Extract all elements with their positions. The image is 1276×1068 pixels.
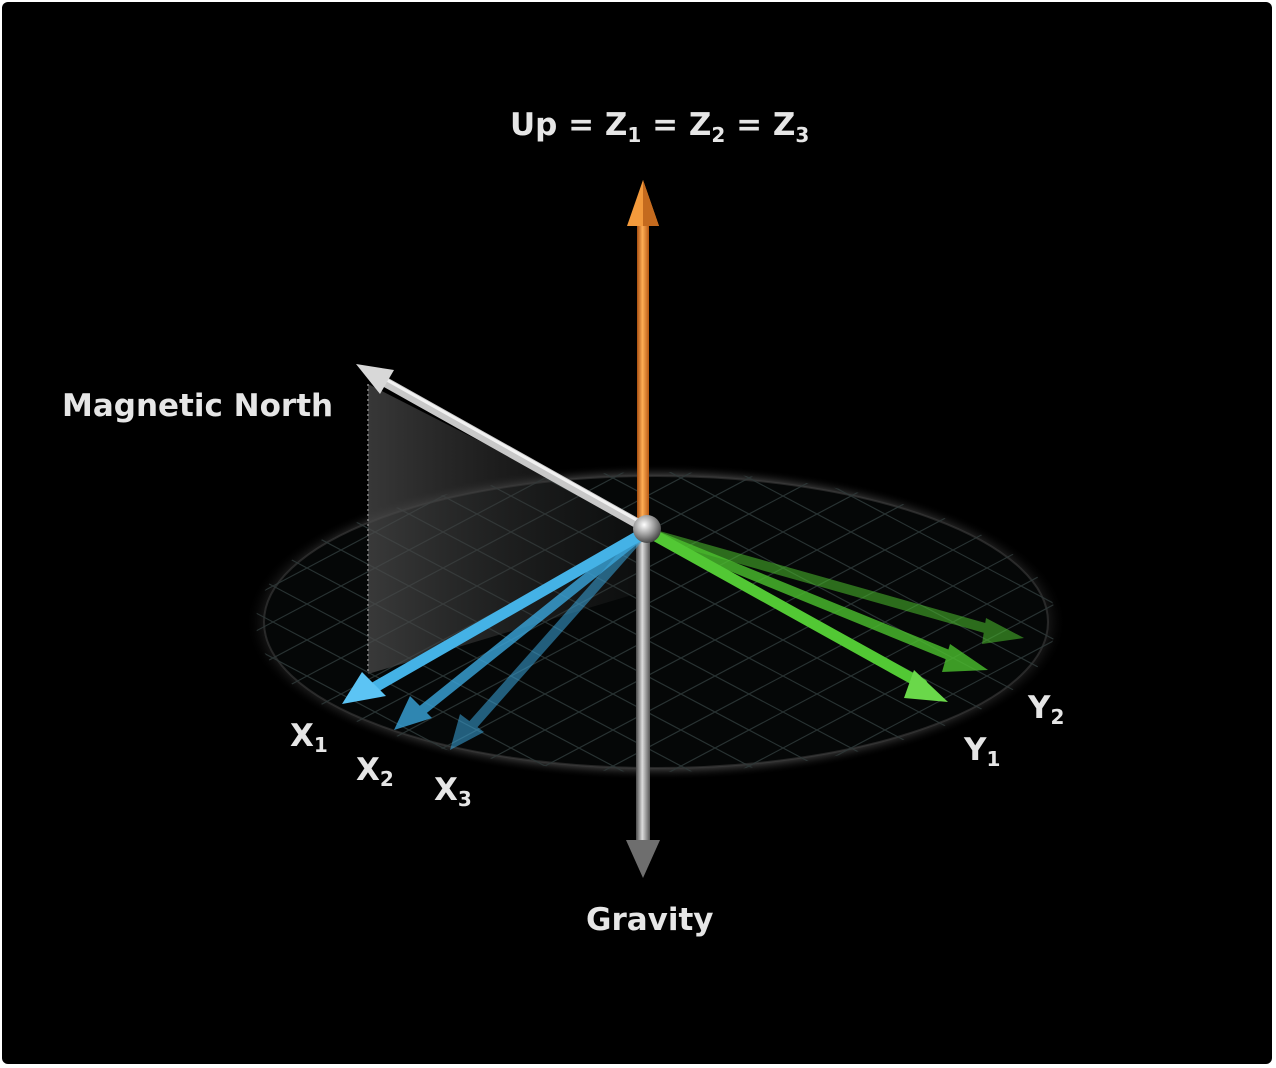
gravity-arrow — [626, 532, 660, 878]
y-axis-arrows — [646, 528, 1024, 702]
grid-line — [256, 472, 852, 641]
x2-label: X2 — [356, 752, 394, 791]
magnetic-north-label: Magnetic North — [62, 388, 333, 424]
x1-label: X1 — [290, 718, 328, 757]
x3-arrow — [450, 529, 647, 750]
origin-sphere — [633, 515, 661, 543]
grid-line — [256, 513, 682, 772]
grid-line — [442, 472, 1056, 641]
y1-label: Y1 — [963, 732, 1000, 771]
up-arrow — [627, 180, 659, 524]
x3-label: X3 — [434, 772, 472, 811]
grid-line — [256, 495, 716, 772]
y2-arrow — [647, 529, 988, 672]
up-axis-label: Up = Z1 = Z2 = Z3 — [510, 107, 809, 147]
x2-arrow — [394, 529, 647, 730]
north-projection-plane — [368, 384, 642, 674]
y1-arrow — [646, 528, 948, 702]
y3-arrow — [647, 529, 1024, 644]
y2-label: Y2 — [1027, 690, 1064, 729]
x1-arrow — [342, 528, 648, 704]
grid-line — [612, 513, 1056, 772]
gravity-label: Gravity — [586, 902, 714, 938]
magnetic-north-arrow — [356, 364, 647, 531]
x-axis-arrows — [342, 528, 648, 750]
